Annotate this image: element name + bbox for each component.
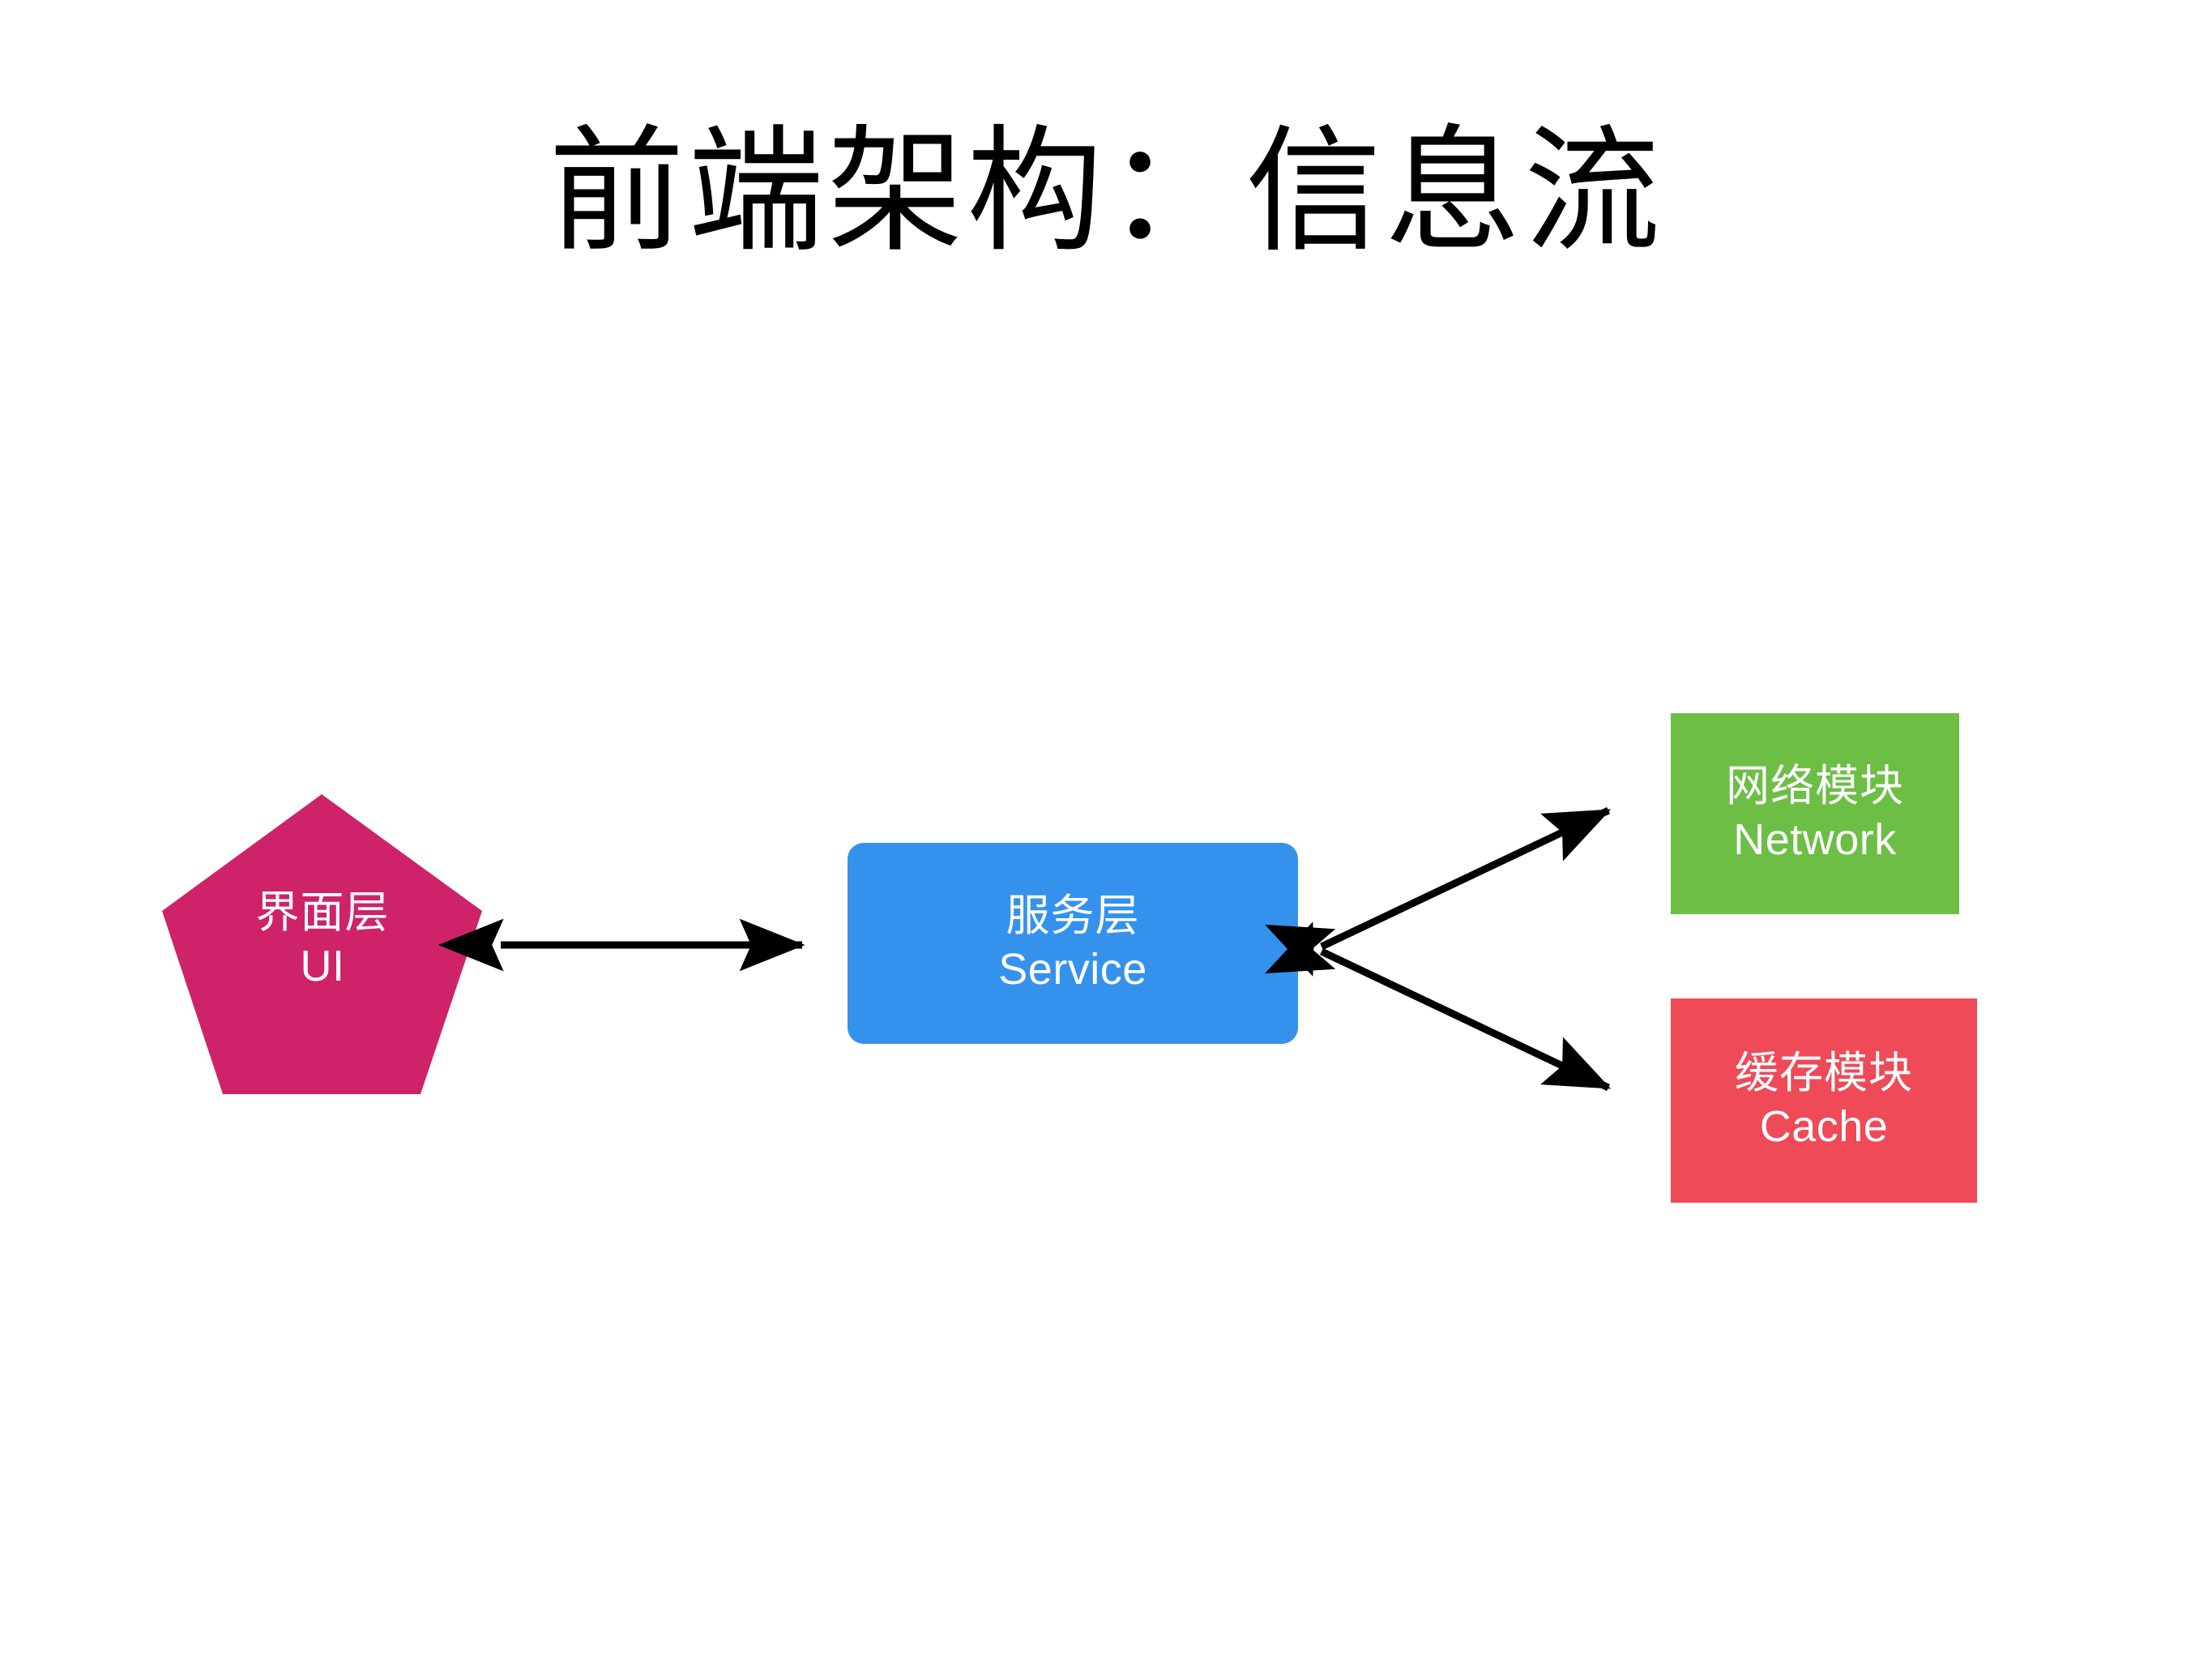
connector-service-network [1265, 806, 1612, 974]
page-title: 前端架构：信息流 [549, 115, 1663, 267]
node-cache-shape[interactable] [1671, 998, 1977, 1203]
node-ui-shape[interactable] [162, 794, 482, 1094]
connector-service-cache [1265, 924, 1612, 1092]
node-service-shape[interactable] [848, 843, 1298, 1044]
node-network-shape[interactable] [1671, 713, 1959, 914]
